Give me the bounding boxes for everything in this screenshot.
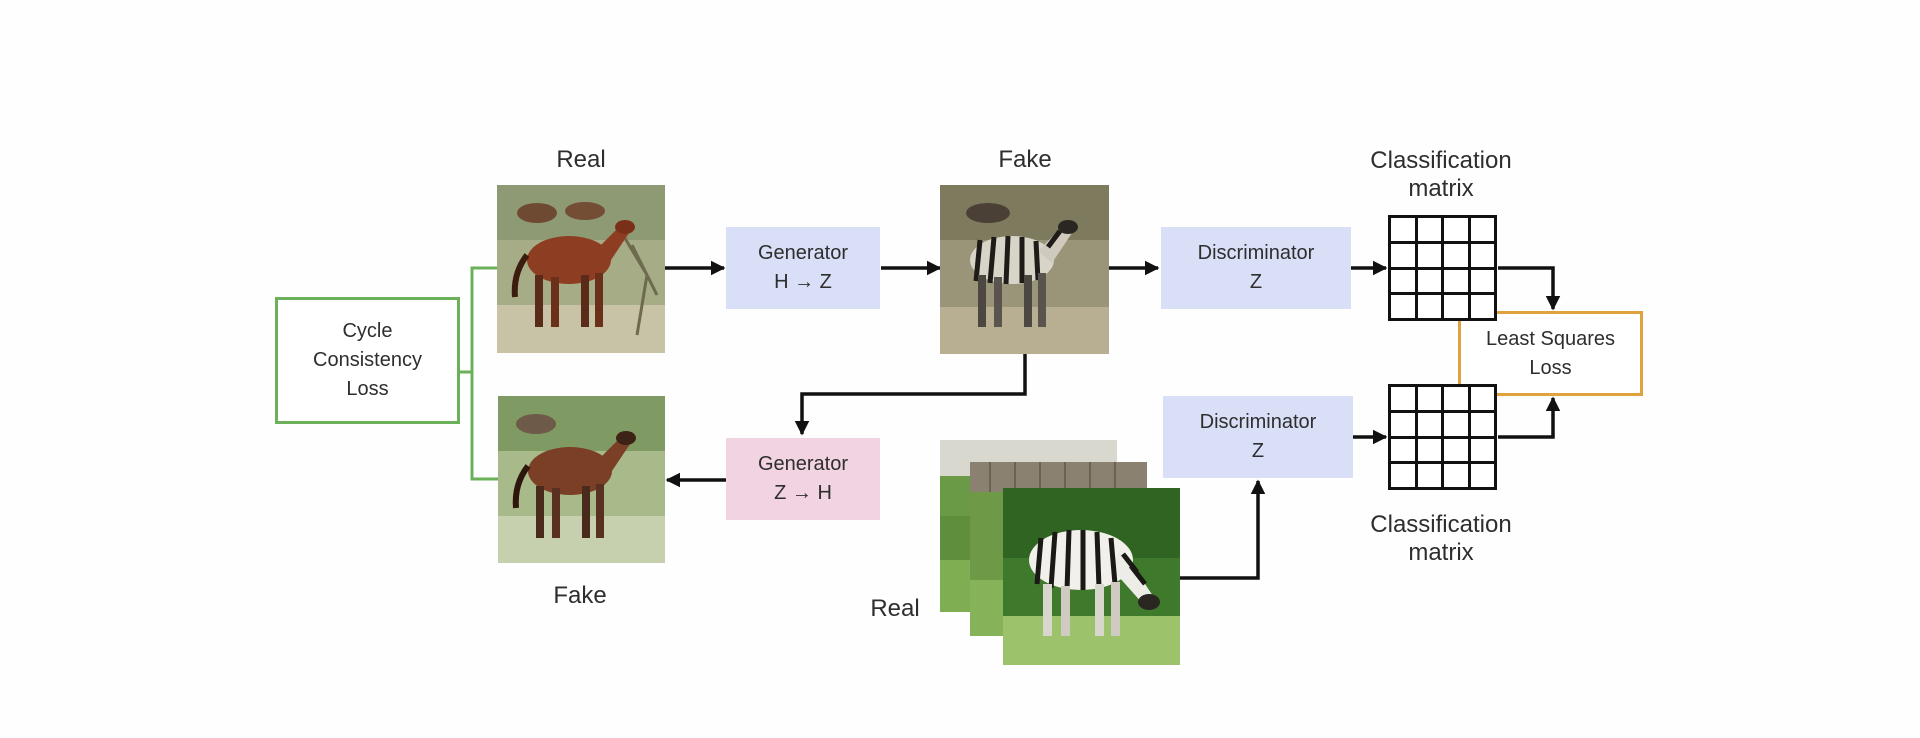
classification-matrix-bottom xyxy=(1388,384,1497,490)
real-horse-label: Real xyxy=(556,146,606,173)
arrow-real-zebra-to-discriminator xyxy=(1180,479,1266,580)
fake-zebra-image xyxy=(940,185,1109,354)
real-zebra-image xyxy=(1003,488,1180,665)
classification-top-label: Classification matrix xyxy=(1370,147,1512,202)
arrow-matrix-bottom-to-loss xyxy=(1498,396,1561,439)
classification-bottom-label: Classification matrix xyxy=(1370,511,1512,566)
cycle-consistency-loss: Cycle Consistency Loss xyxy=(275,297,460,424)
least-squares-loss: Least Squares Loss xyxy=(1458,311,1643,396)
classification-matrix-top xyxy=(1388,215,1497,321)
generator-h-to-z: Generator H → Z xyxy=(726,227,880,309)
discriminator-top: Discriminator Z xyxy=(1161,227,1351,309)
arrow-fake-zebra-to-generator-zh xyxy=(794,354,1027,436)
fake-zebra-label: Fake xyxy=(998,146,1052,173)
cycle-bracket-line xyxy=(460,266,498,481)
arrow-matrix-top-to-loss xyxy=(1498,266,1561,311)
fake-horse-label: Fake xyxy=(553,582,607,609)
fake-horse-image xyxy=(498,396,665,563)
discriminator-bottom: Discriminator Z xyxy=(1163,396,1353,478)
real-horse-image xyxy=(497,185,665,353)
real-zebra-label: Real xyxy=(870,595,920,622)
generator-z-to-h: Generator Z → H xyxy=(726,438,880,520)
